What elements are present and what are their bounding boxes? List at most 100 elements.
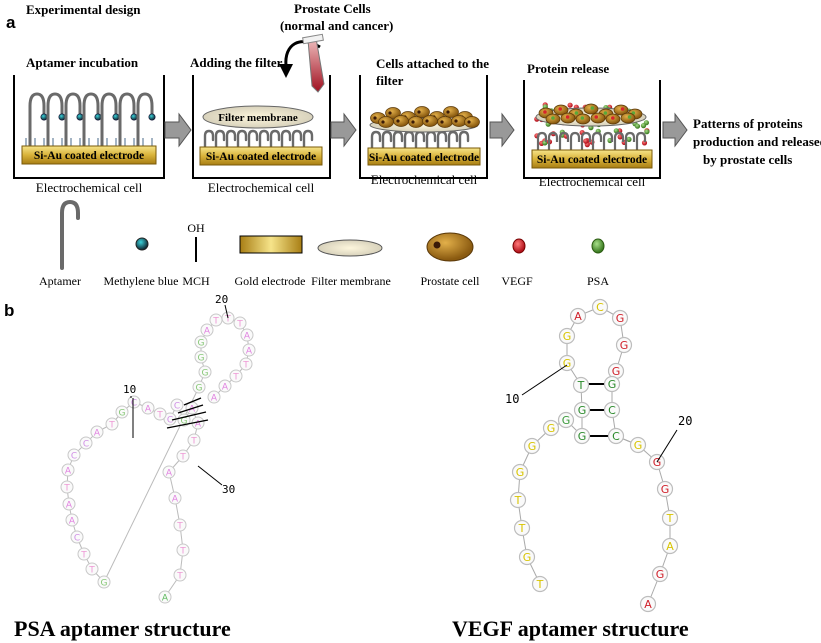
step-3-electrode bbox=[367, 147, 481, 166]
prostate-cell bbox=[378, 116, 394, 128]
psa-index-pointer bbox=[197, 465, 223, 486]
psa-nucleotide-letter: A bbox=[172, 495, 179, 505]
step-2-title: Adding the filter bbox=[190, 55, 283, 70]
psa-base-pair bbox=[177, 404, 204, 414]
psa-nucleotide-letter: T bbox=[176, 572, 183, 582]
aptamer-strand bbox=[100, 92, 118, 148]
prostate-cells-title: Prostate Cells bbox=[294, 1, 371, 16]
step-2-electrode bbox=[199, 146, 323, 166]
vegf-nucleotide bbox=[542, 419, 560, 437]
step-3-cell-label: Electrochemical cell bbox=[371, 172, 478, 187]
legend-filter-membrane-label: Filter membrane bbox=[311, 274, 391, 288]
step-3-aptamers bbox=[370, 130, 470, 150]
vegf-nucleotide-letter: G bbox=[516, 466, 525, 479]
vegf-nucleotide bbox=[573, 401, 591, 419]
panel-a-header: Experimental design bbox=[26, 2, 141, 17]
protein-on-cell bbox=[620, 107, 625, 111]
psa-nucleotide-letter: A bbox=[69, 517, 76, 527]
aptamer-strand bbox=[392, 130, 404, 150]
vegf-nucleotide-letter: G bbox=[563, 330, 572, 343]
psa-nucleotide bbox=[141, 401, 155, 415]
psa-nucleotide bbox=[77, 547, 91, 561]
legend-vegf-label: VEGF bbox=[501, 274, 533, 288]
prostate-cell bbox=[437, 116, 453, 128]
psa-nucleotide-letter: A bbox=[66, 501, 73, 511]
psa-nucleotide-letter: G bbox=[198, 354, 205, 364]
psa-nucleotide-letter: T bbox=[63, 484, 70, 494]
psa-nucleotide bbox=[70, 530, 84, 544]
aptamer-strand bbox=[247, 129, 259, 149]
psa-nucleotide bbox=[162, 465, 176, 479]
vegf-nucleotide-letter: C bbox=[612, 430, 620, 443]
vegf-protein bbox=[583, 138, 589, 144]
vegf-nucleotide-letter: G bbox=[528, 440, 537, 453]
vegf-nucleotide bbox=[603, 401, 621, 419]
psa-index-10: 10 bbox=[123, 383, 136, 396]
aptamer-strand bbox=[613, 131, 625, 150]
protein-on-cell bbox=[627, 115, 632, 119]
vegf-index-10: 10 bbox=[505, 392, 519, 406]
vegf-nucleotide-letter: A bbox=[666, 540, 674, 553]
psa-nucleotide-letter: A bbox=[244, 332, 251, 342]
psa-nucleotide-letter: C bbox=[83, 440, 89, 450]
psa-nucleotide-letter: G bbox=[181, 417, 188, 427]
protein-on-cell bbox=[590, 106, 595, 110]
prostate-cell bbox=[422, 115, 438, 127]
outcome-line1: Patterns of proteins bbox=[693, 116, 803, 131]
legend: Aptamer Methylene blue OH MCH Gold elect… bbox=[39, 199, 609, 288]
vegf-nucleotide-letter: G bbox=[634, 439, 643, 452]
process-arrow-2 bbox=[330, 112, 357, 148]
aptamer-strand bbox=[236, 129, 248, 149]
legend-mch-label: MCH bbox=[182, 274, 210, 288]
step-2-aptamers bbox=[203, 129, 314, 149]
aptamer-strand bbox=[46, 92, 64, 148]
legend-psa-label: PSA bbox=[587, 274, 609, 288]
step-1-aptamers bbox=[25, 92, 156, 148]
legend-mch-formula: OH bbox=[187, 221, 205, 235]
legend-prostate-cell-icon bbox=[426, 232, 474, 262]
psa-nucleotide-letter: G bbox=[196, 384, 203, 394]
vegf-nucleotide-letter: T bbox=[666, 512, 674, 525]
sample-tube-icon bbox=[302, 33, 325, 93]
psa-nucleotide-letter: T bbox=[212, 317, 219, 327]
psa-nucleotide bbox=[170, 398, 184, 412]
step-4-cell: Si-Au coated electrode Electrochemical c… bbox=[523, 80, 661, 189]
panel-a-label: a bbox=[6, 13, 16, 32]
psa-protein bbox=[640, 123, 647, 129]
legend-filter-membrane-icon bbox=[317, 239, 383, 257]
prostate-cell bbox=[385, 107, 401, 119]
vegf-nucleotide bbox=[518, 548, 536, 566]
vegf-nucleotide bbox=[572, 376, 590, 394]
aptamer-strand bbox=[280, 129, 292, 149]
vegf-index-pointer bbox=[656, 429, 678, 463]
psa-nucleotide bbox=[153, 407, 167, 421]
prostate-cell-nucleus bbox=[467, 120, 471, 124]
aptamer-strand bbox=[591, 131, 603, 150]
psa-nucleotide-letter: T bbox=[232, 373, 239, 383]
psa-nucleotide-letter: C bbox=[74, 534, 80, 544]
step-1-cell: Si-Au coated electrode Electrochemical c… bbox=[13, 75, 165, 195]
aptamer-strand bbox=[602, 131, 614, 150]
psa-nucleotide bbox=[115, 405, 129, 419]
prostate-cell-nucleus bbox=[440, 120, 444, 124]
psa-nucleotide bbox=[242, 343, 256, 357]
psa-nucleotide bbox=[127, 395, 141, 409]
psa-nucleotide bbox=[192, 380, 206, 394]
legend-aptamer-icon bbox=[60, 199, 80, 270]
aptamer-strand bbox=[447, 130, 459, 150]
aptamer-strand bbox=[82, 92, 100, 148]
outcome-line2: production and released bbox=[693, 134, 821, 149]
legend-vegf-icon bbox=[512, 238, 526, 254]
step-1-electrode-label: Si-Au coated electrode bbox=[34, 150, 144, 162]
prostate-cell-nucleus bbox=[381, 120, 385, 124]
prostate-cell-nucleus bbox=[373, 116, 377, 120]
vegf-protein bbox=[567, 102, 573, 108]
step-1-cell-label: Electrochemical cell bbox=[36, 180, 143, 195]
step-4-title: Protein release bbox=[527, 61, 609, 76]
protein-on-cell bbox=[543, 110, 547, 114]
methylene-blue-marker bbox=[94, 113, 102, 121]
outcome-line3: by prostate cells bbox=[703, 152, 792, 167]
